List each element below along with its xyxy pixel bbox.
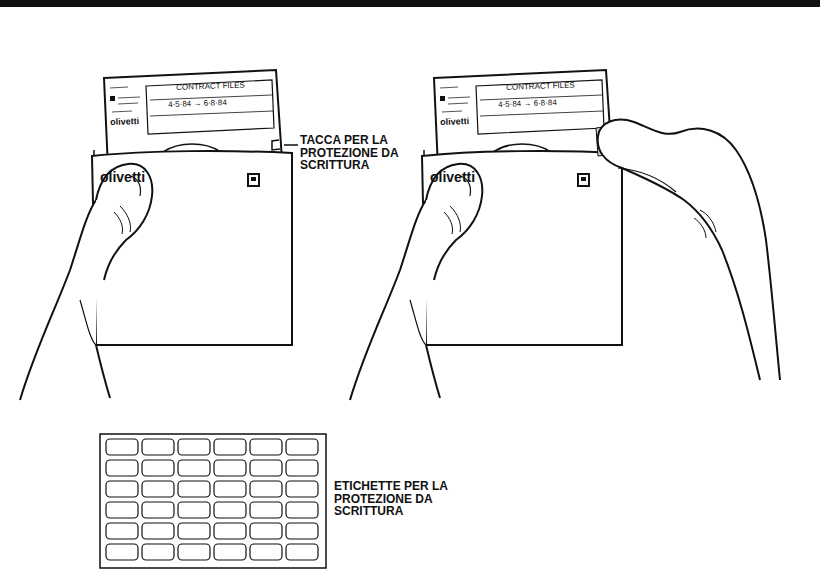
sticker — [106, 502, 138, 518]
sticker — [214, 523, 246, 539]
left-disk — [20, 70, 292, 400]
sticker — [250, 502, 282, 518]
callout-label: ETICHETTE PER LA PROTEZIONE DA SCRITTURA — [334, 480, 504, 518]
sticker — [286, 523, 318, 539]
sticker — [106, 439, 138, 455]
sticker — [286, 481, 318, 497]
sticker — [214, 502, 246, 518]
sticker — [178, 460, 210, 476]
sticker — [286, 439, 318, 455]
sticker — [106, 460, 138, 476]
sticker — [178, 544, 210, 560]
sticker — [214, 460, 246, 476]
sticker — [142, 523, 174, 539]
sticker — [178, 523, 210, 539]
sticker — [250, 460, 282, 476]
right-disk — [350, 70, 622, 400]
brand-text: olivetti — [440, 117, 480, 127]
sticker — [142, 502, 174, 518]
sticker — [214, 481, 246, 497]
callout-label: TACCA PER LA PROTEZIONE DA SCRITTURA — [300, 134, 450, 172]
sticker — [214, 544, 246, 560]
sticker — [142, 481, 174, 497]
sticker — [286, 544, 318, 560]
sticker — [142, 544, 174, 560]
sticker — [178, 439, 210, 455]
sticker — [142, 460, 174, 476]
sticker — [286, 460, 318, 476]
sticker — [214, 439, 246, 455]
sticker — [106, 544, 138, 560]
brand-text: olivetti — [100, 170, 180, 184]
brand-text: olivetti — [430, 170, 510, 184]
sticker — [106, 481, 138, 497]
sticker — [250, 439, 282, 455]
sticker — [286, 502, 318, 518]
sticker — [178, 481, 210, 497]
sticker — [178, 502, 210, 518]
brand-text: olivetti — [110, 117, 150, 127]
sticker — [250, 544, 282, 560]
sticker — [106, 523, 138, 539]
sticker — [250, 481, 282, 497]
sticker — [142, 439, 174, 455]
sticker — [250, 523, 282, 539]
